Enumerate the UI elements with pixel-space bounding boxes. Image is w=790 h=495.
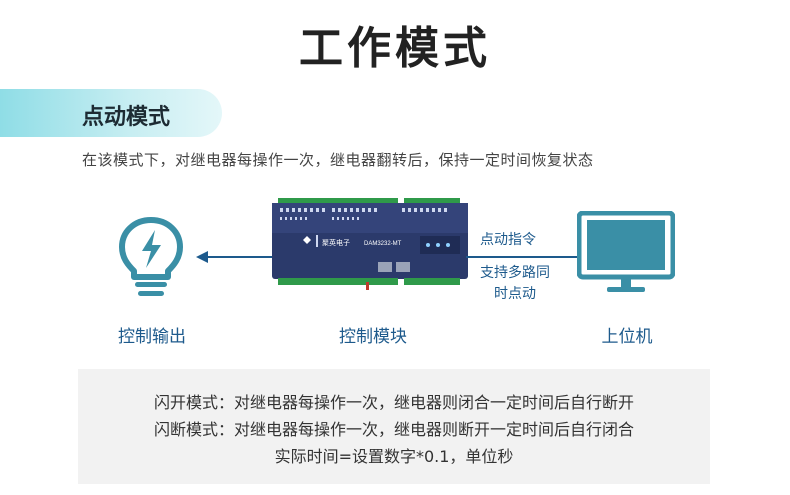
label-multi-channel-2: 时点动: [494, 286, 536, 302]
device-brand: 聚英电子: [322, 238, 350, 247]
control-module-device: 聚英电子 DAM3232-MT: [272, 198, 468, 290]
lightning-bulb-icon: [119, 217, 183, 296]
caption-control-output: 控制输出: [118, 327, 186, 347]
section-tab-label: 点动模式: [82, 105, 171, 130]
label-multi-channel-1: 支持多路同: [480, 265, 550, 281]
info-box: 闪开模式：对继电器每操作一次，继电器则闭合一定时间后自行断开 闪断模式：对继电器…: [78, 369, 710, 484]
info-line-flash-open: 闪开模式：对继电器每操作一次，继电器则闭合一定时间后自行断开: [153, 393, 634, 412]
monitor-icon: [577, 211, 675, 292]
info-line-time-formula: 实际时间=设置数字*0.1，单位秒: [274, 447, 514, 466]
label-jog-command: 点动指令: [480, 232, 536, 248]
page-title: 工作模式: [299, 23, 491, 74]
device-model: DAM3232-MT: [364, 241, 402, 247]
caption-control-module: 控制模块: [339, 327, 407, 347]
section-tab-jog-mode[interactable]: 点动模式: [0, 89, 222, 137]
mode-description: 在该模式下，对继电器每操作一次，继电器翻转后，保持一定时间恢复状态: [82, 151, 594, 169]
info-line-flash-close: 闪断模式：对继电器每操作一次，继电器则断开一定时间后自行闭合: [153, 420, 634, 439]
output-arrow-icon: [196, 251, 272, 263]
caption-host-computer: 上位机: [601, 327, 653, 347]
command-line-icon: [466, 256, 578, 258]
